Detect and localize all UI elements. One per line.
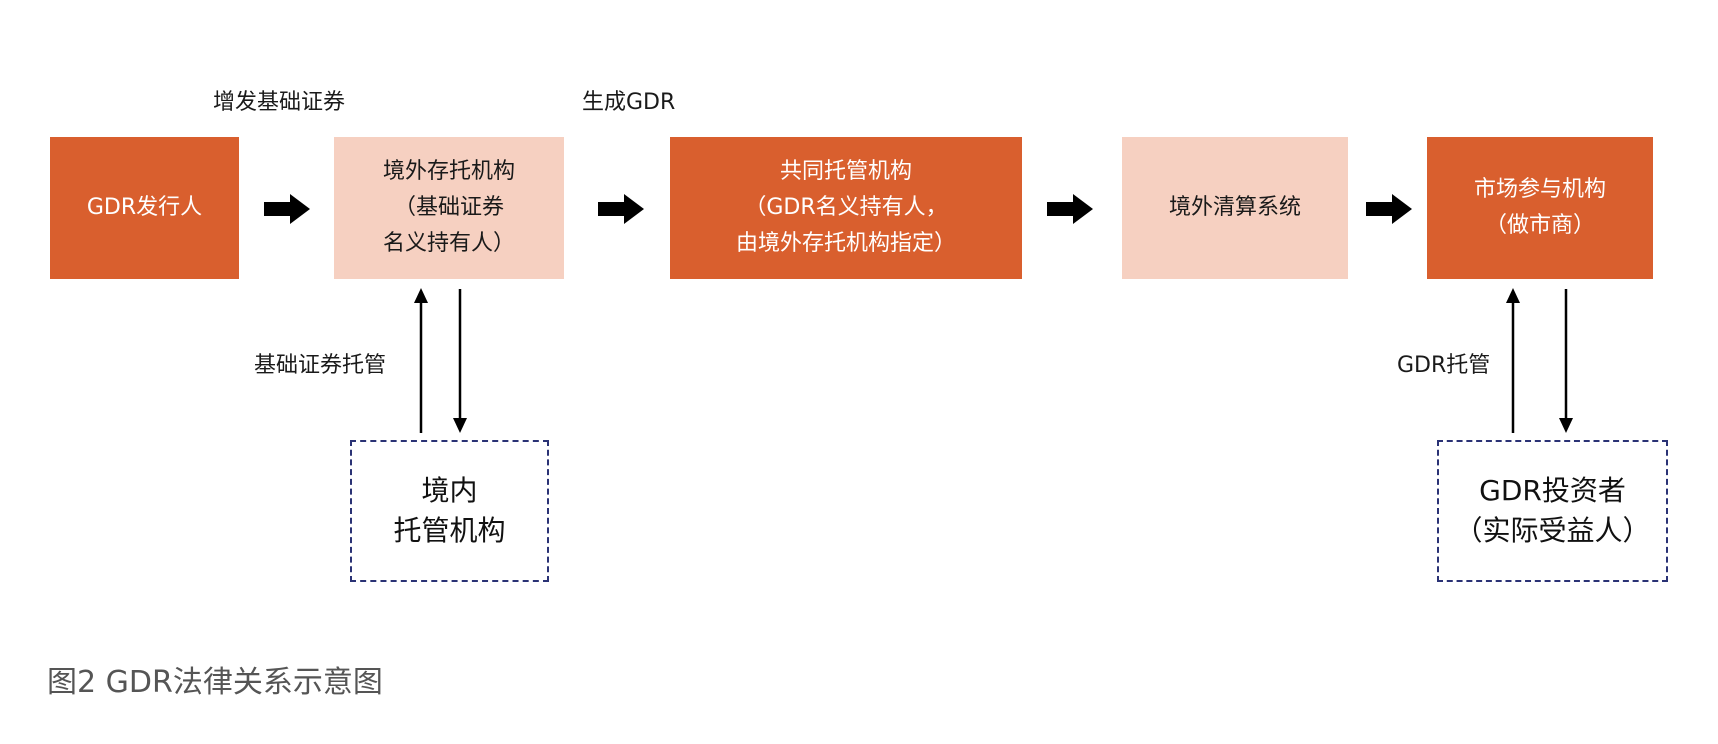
block-arrow-icon-1 [264,194,310,224]
down-arrowhead-icon-2 [1559,418,1573,433]
figure-caption: 图2 GDR法律关系示意图 [47,665,383,700]
issuer-box: GDR发行人 [50,137,239,279]
joint-custodian-line-1: 共同托管机构 [779,159,912,184]
overseas-clearing-box: 境外清算系统 [1122,137,1348,279]
issuer-line-1: GDR发行人 [86,195,203,220]
up-arrowhead-icon-2 [1506,288,1520,303]
gdr-custody-label: GDR托管 [1397,353,1491,378]
gdr-investor-box: GDR投资者 （实际受益人） [1437,440,1668,582]
block-arrow-icon-3 [1047,194,1093,224]
overseas-clearing-line-1: 境外清算系统 [1168,195,1301,220]
market-participant-box: 市场参与机构 （做市商） [1427,137,1653,279]
market-participant-line-1: 市场参与机构 [1473,177,1606,202]
overseas-depositary-line-3: 名义持有人） [382,231,515,256]
up-arrowhead-icon-1 [414,288,428,303]
gdr-investor-line-2: （实际受益人） [1454,514,1651,547]
domestic-custodian-line-2: 托管机构 [393,514,506,547]
issue-underlying-label: 增发基础证券 [213,90,346,115]
joint-custodian-box: 共同托管机构 （GDR名义持有人， 由境外存托机构指定） [670,137,1022,279]
down-arrowhead-icon-1 [453,418,467,433]
joint-custodian-line-3: 由境外存托机构指定） [735,231,956,256]
overseas-depositary-line-2: （基础证券 [393,195,504,220]
joint-custodian-line-2: （GDR名义持有人， [744,195,948,220]
generate-gdr-label: 生成GDR [582,90,676,115]
overseas-depositary-line-1: 境外存托机构 [382,159,515,184]
underlying-custody-label: 基础证券托管 [254,353,387,378]
market-participant-line-2: （做市商） [1484,213,1595,238]
domestic-custodian-box: 境内 托管机构 [350,440,549,582]
domestic-custodian-line-1: 境内 [421,474,478,507]
overseas-depositary-box: 境外存托机构 （基础证券 名义持有人） [334,137,564,279]
block-arrow-icon-4 [1366,194,1412,224]
gdr-investor-line-1: GDR投资者 [1479,474,1626,507]
block-arrow-icon-2 [598,194,644,224]
